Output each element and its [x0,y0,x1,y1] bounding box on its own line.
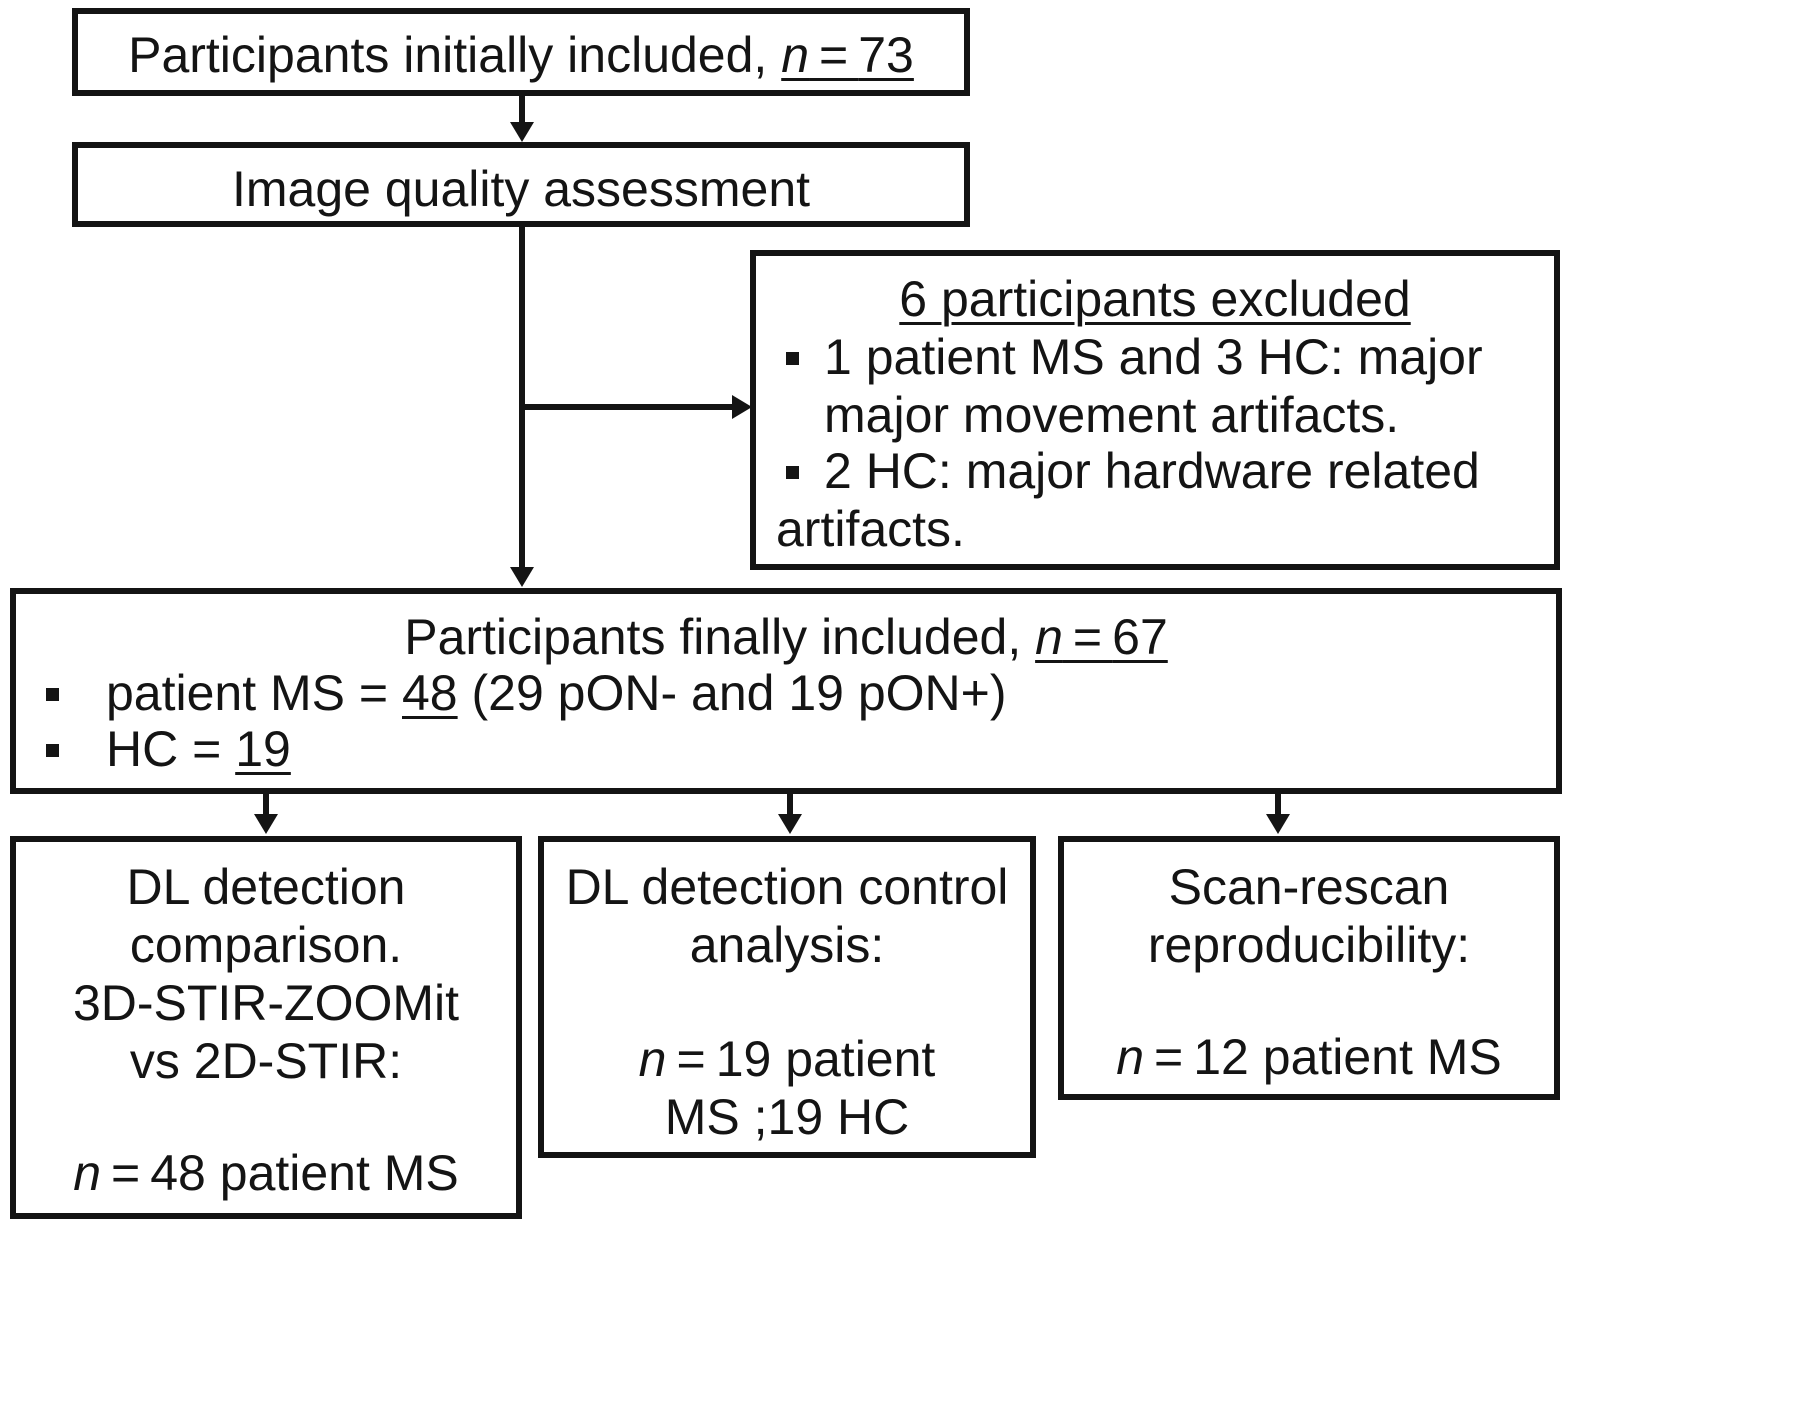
dl-control-n: n = 19 patient [638,1031,936,1087]
connector-to-excluded [522,404,732,410]
connector-final-to-dl-control [787,794,793,814]
dl-comparison-line-4: vs 2D-STIR: [129,1033,403,1089]
scan-rescan-line-1: Scan-rescan [1168,859,1450,915]
connector-initial-to-quality [519,96,525,122]
final-item-patient-ms: patient MS = 48 (29 pON- and 19 pON+) [106,665,1007,721]
final-participants-title: Participants finally included, n = 67 [404,609,1168,665]
scan-rescan-box: Scan-rescan reproducibility: n = 12 pati… [1058,836,1560,1100]
connector-final-to-scan-rescan [1275,794,1281,814]
dl-control-box: DL detection control analysis: n = 19 pa… [538,836,1036,1158]
scan-rescan-n: n = 12 patient MS [1116,1029,1502,1085]
arrow-final-to-scan-rescan [1266,814,1290,834]
connector-quality-to-final [519,227,525,567]
excluded-bullet-2 [786,466,799,479]
arrow-final-to-dl-comparison [254,814,278,834]
final-bullet-2 [46,744,59,757]
initial-participants-text: Participants initially included, n = 73 [128,27,914,83]
quality-assessment-box: Image quality assessment [72,142,970,227]
excluded-item-2-line-2: artifacts. [776,501,965,557]
dl-comparison-line-2: comparison. [129,917,403,973]
connector-final-to-dl-comparison [263,794,269,814]
final-bullet-1 [46,688,59,701]
dl-control-line-2: analysis: [689,917,885,973]
dl-comparison-box: DL detection comparison. 3D-STIR-ZOOMit … [10,836,522,1219]
quality-assessment-label: Image quality assessment [231,161,811,217]
excluded-item-1-line-1: 1 patient MS and 3 HC: major [824,329,1483,385]
dl-comparison-n: n = 48 patient MS [73,1145,459,1201]
excluded-participants-box: 6 participants excluded 1 patient MS and… [750,250,1560,570]
excluded-item-1-line-2: major movement artifacts. [824,387,1400,443]
arrow-quality-to-final [510,567,534,587]
final-item-hc: HC = 19 [106,721,291,777]
arrow-initial-to-quality [510,122,534,142]
arrow-to-excluded [732,395,752,419]
arrow-final-to-dl-control [778,814,802,834]
dl-control-line-last: MS ;19 HC [664,1089,910,1145]
scan-rescan-line-2: reproducibility: [1147,917,1471,973]
excluded-bullet-1 [786,352,799,365]
final-participants-box: Participants finally included, n = 67 pa… [10,588,1562,794]
initial-participants-box: Participants initially included, n = 73 [72,8,970,96]
excluded-item-2-line-1: 2 HC: major hardware related [824,443,1480,499]
dl-comparison-line-1: DL detection [126,859,406,915]
dl-comparison-line-3: 3D-STIR-ZOOMit [72,975,460,1031]
excluded-title: 6 participants excluded [899,271,1411,327]
dl-control-line-1: DL detection control [565,859,1009,915]
